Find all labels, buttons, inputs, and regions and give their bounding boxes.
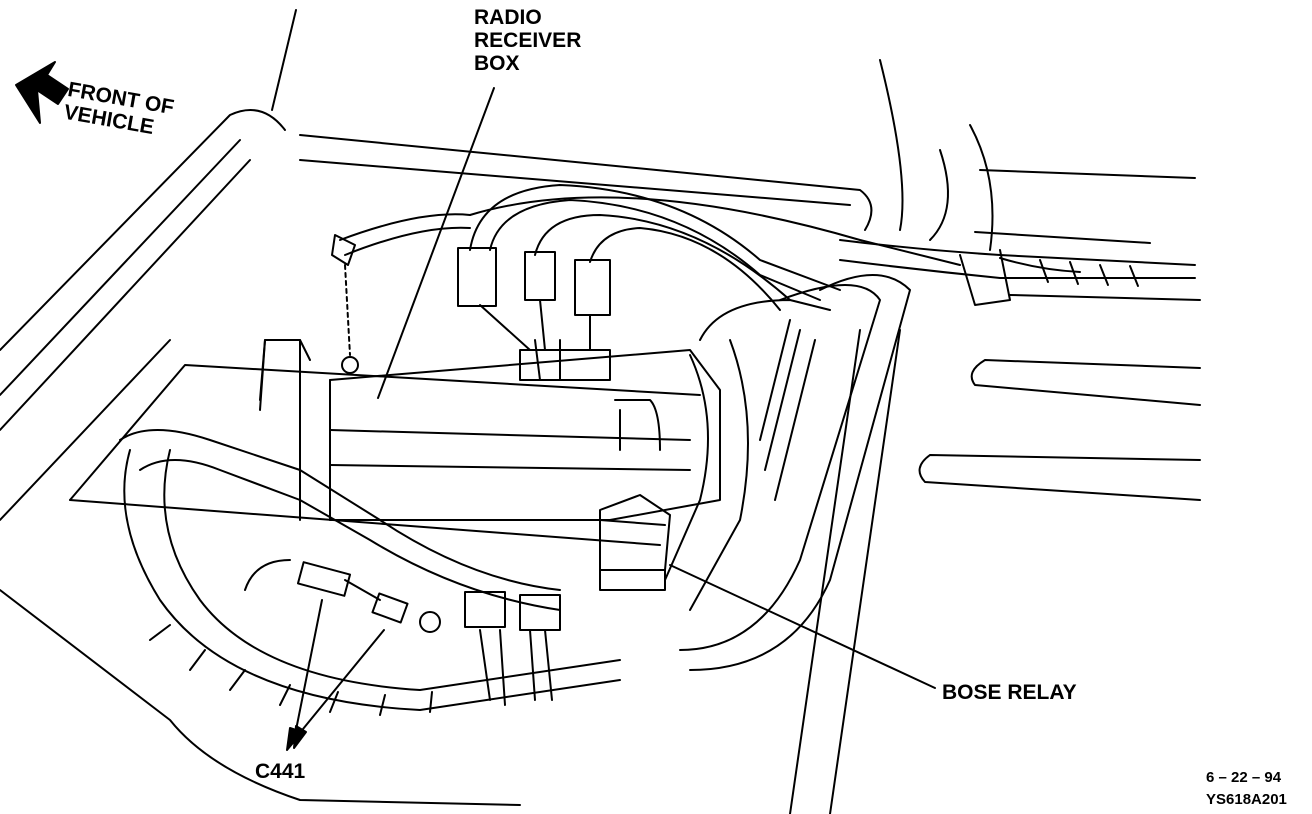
radio-label-line-3: BOX <box>474 52 520 75</box>
c441-label: C441 <box>255 760 306 783</box>
lower-connectors <box>464 591 561 706</box>
radio-label-line-2: RECEIVER <box>474 29 582 52</box>
c441-leader-line-2 <box>293 629 385 741</box>
c441-leader-line-1 <box>293 599 323 741</box>
radio-box-leader-line <box>377 87 495 399</box>
lower-harness <box>119 429 621 716</box>
bose-relay-leader-line <box>669 564 936 689</box>
c441-connectors <box>244 559 441 633</box>
mounting-tray <box>69 339 701 546</box>
bose-relay-label: BOSE RELAY <box>942 681 1077 704</box>
upper-connectors <box>457 247 611 351</box>
radio-receiver-box-label: RADIO RECEIVER BOX <box>474 6 581 75</box>
right-harness <box>664 274 911 671</box>
figure-id-label: YS618A201 <box>1206 791 1287 808</box>
date-label: 6 – 22 – 94 <box>1206 769 1282 786</box>
c441-arrowhead-2 <box>293 725 307 749</box>
rear-harness <box>839 239 1196 306</box>
leader-lines <box>286 87 936 751</box>
bose-relay <box>599 494 671 591</box>
radio-receiver-box <box>329 339 721 521</box>
radio-label-line-1: RADIO <box>474 6 542 29</box>
front-arrow-icon <box>15 61 69 124</box>
vehicle-body-lines <box>0 9 1201 814</box>
upper-harness <box>469 184 841 341</box>
